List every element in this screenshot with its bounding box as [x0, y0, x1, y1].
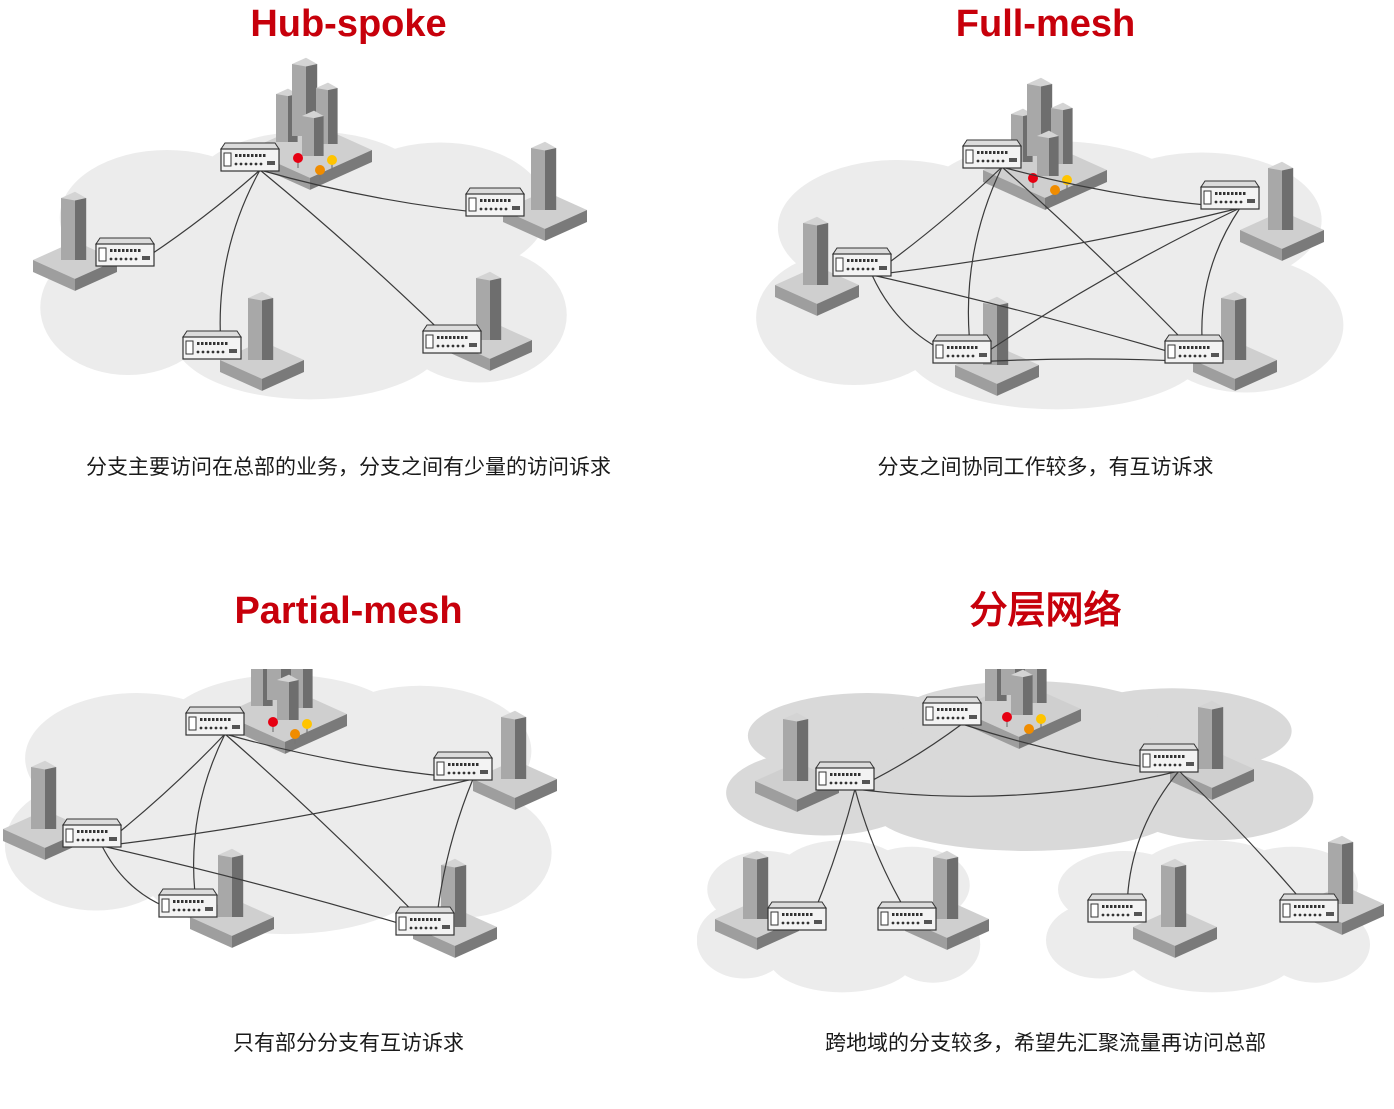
- status-led: [1024, 724, 1034, 734]
- building-icon: [1037, 136, 1049, 176]
- router-icon: [1279, 893, 1339, 923]
- building-icon: [1221, 298, 1235, 360]
- status-led: [293, 153, 303, 163]
- panel-caption: 分支之间协同工作较多，有互访诉求: [877, 455, 1214, 479]
- router-icon: [158, 888, 218, 918]
- panel-full-mesh: Full-mesh 分支之间协同工作较多，有互访诉求: [697, 0, 1394, 529]
- topology-diagram: [697, 669, 1384, 993]
- router-icon: [767, 901, 827, 931]
- status-led: [1050, 185, 1060, 195]
- panel-title: Hub-spoke: [250, 3, 447, 45]
- building-icon: [531, 148, 545, 210]
- status-led: [315, 165, 325, 175]
- building-icon: [61, 198, 75, 260]
- router-icon: [962, 139, 1022, 169]
- building-icon: [1268, 168, 1282, 230]
- status-led: [302, 719, 312, 729]
- router-layer: [95, 142, 525, 360]
- status-led: [268, 717, 278, 727]
- router-layer: [767, 696, 1339, 931]
- router-icon: [815, 761, 875, 791]
- building-icon: [277, 680, 289, 720]
- connection-line: [101, 778, 474, 847]
- building-icon: [248, 298, 262, 360]
- building-icon: [985, 669, 997, 701]
- building-layer: [715, 669, 1384, 958]
- panel-title: Full-mesh: [955, 3, 1136, 45]
- cloud-layer: [756, 141, 1344, 410]
- router-icon: [1200, 180, 1260, 210]
- building-icon: [743, 857, 757, 919]
- router-icon: [62, 818, 122, 848]
- connection-line: [854, 770, 1180, 797]
- panel-caption: 只有部分分支有互访诉求: [233, 1031, 464, 1055]
- building-icon: [302, 116, 314, 156]
- status-led: [327, 155, 337, 165]
- status-led: [1036, 714, 1046, 724]
- router-layer: [62, 706, 493, 936]
- router-icon: [220, 142, 280, 172]
- topology-diagram: [33, 57, 587, 400]
- connection-line: [971, 207, 1241, 363]
- building-icon: [476, 278, 490, 340]
- building-icon: [783, 719, 797, 781]
- router-icon: [395, 906, 455, 936]
- router-icon: [433, 751, 493, 781]
- building-icon: [218, 855, 232, 917]
- building-icon: [501, 717, 515, 779]
- router-icon: [1087, 893, 1147, 923]
- router-icon: [465, 187, 525, 217]
- router-icon: [932, 334, 992, 364]
- cloud-shape: [756, 141, 1344, 410]
- router-icon: [95, 237, 155, 267]
- router-icon: [422, 324, 482, 354]
- building-icon: [803, 223, 817, 285]
- cloud-layer: [697, 681, 1370, 993]
- building-icon: [276, 94, 288, 142]
- router-icon: [182, 330, 242, 360]
- status-led: [290, 729, 300, 739]
- building-icon: [31, 767, 45, 829]
- topology-diagram: [3, 669, 557, 958]
- connection-line: [101, 845, 436, 935]
- panel-title: 分层网络: [969, 590, 1122, 632]
- panel-title: Partial-mesh: [234, 590, 463, 632]
- panel-caption: 分支主要访问在总部的业务，分支之间有少量的访问诉求: [86, 455, 611, 479]
- router-icon: [1164, 334, 1224, 364]
- building-icon: [1198, 707, 1212, 769]
- building-icon: [1161, 865, 1175, 927]
- panel-hub-spoke: Hub-spoke 分支主要访问在总部的业务，分支之间有少量的访问诉求: [0, 0, 697, 529]
- router-icon: [185, 706, 245, 736]
- connection-line: [871, 274, 1205, 363]
- router-icon: [832, 247, 892, 277]
- panel-partial-mesh: Partial-mesh 只有部分分支有互访诉求: [0, 529, 697, 1058]
- panel-caption: 跨地域的分支较多，希望先汇聚流量再访问总部: [825, 1031, 1266, 1055]
- building-icon: [933, 857, 947, 919]
- building-icon: [251, 669, 263, 706]
- status-led: [1002, 712, 1012, 722]
- topology-diagram: [756, 77, 1344, 410]
- building-icon: [1328, 842, 1342, 904]
- router-icon: [877, 901, 937, 931]
- panel-hierarchical: 分层网络 跨地域的分支较多，希望先汇聚流量再访问总部: [697, 529, 1394, 1058]
- building-icon: [1011, 675, 1023, 715]
- building-layer: [775, 77, 1324, 396]
- router-icon: [1139, 743, 1199, 773]
- connection-line: [871, 207, 1241, 276]
- router-layer: [832, 139, 1260, 364]
- router-icon: [922, 696, 982, 726]
